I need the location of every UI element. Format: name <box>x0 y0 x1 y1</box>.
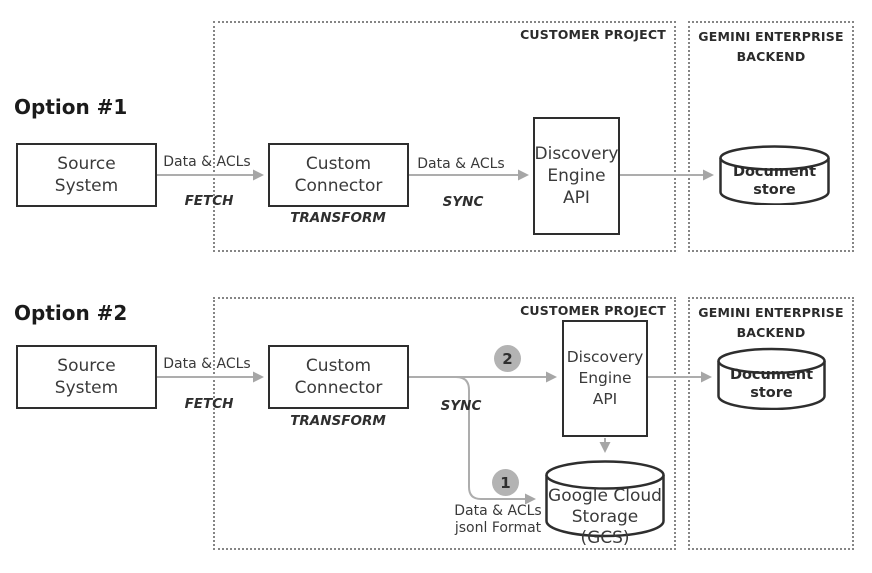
option2-custom-connector-node: Custom Connector <box>268 345 409 409</box>
option2-step2-badge: 2 <box>494 345 521 372</box>
option1-source-system-node: Source System <box>16 143 157 207</box>
option2-title: Option #2 <box>14 301 128 325</box>
option2-document-store-label: Document store <box>729 367 814 401</box>
option1-backend-frame: GEMINI ENTERPRISE BACKEND <box>688 21 854 252</box>
option1-sync-verb: SYNC <box>442 194 484 210</box>
option1-fetch-verb: FETCH <box>184 193 234 209</box>
option2-customer-project-frame: CUSTOMER PROJECT <box>213 297 676 550</box>
option1-backend-label: GEMINI ENTERPRISE BACKEND <box>698 29 844 64</box>
database-cylinder-icon <box>545 460 665 538</box>
option2-customer-project-label: CUSTOMER PROJECT <box>520 303 666 318</box>
option2-backend-frame: GEMINI ENTERPRISE BACKEND <box>688 297 854 550</box>
option1-custom-connector-node: Custom Connector <box>268 143 409 207</box>
option2-step1-badge: 1 <box>492 469 519 496</box>
option2-sync-verb: SYNC <box>440 398 482 414</box>
option2-fetch-verb: FETCH <box>184 396 234 412</box>
option2-gcs-upload-label: Data & ACLs jsonl Format <box>454 503 542 536</box>
option2-backend-label: GEMINI ENTERPRISE BACKEND <box>698 305 844 340</box>
option1-title: Option #1 <box>14 95 128 119</box>
database-cylinder-icon <box>717 347 826 410</box>
database-cylinder-icon <box>719 145 830 205</box>
option2-fetch-edge-label: Data & ACLs <box>163 356 251 372</box>
option1-fetch-edge-label: Data & ACLs <box>163 154 251 170</box>
option1-discovery-engine-node: Discovery Engine API <box>533 117 620 235</box>
option2-gcs-label: Google Cloud Storage (GCS) <box>548 486 662 548</box>
option1-document-store-label: Document store <box>732 164 817 198</box>
option1-sync-edge-label: Data & ACLs <box>417 156 505 172</box>
option2-transform-verb: TRANSFORM <box>290 413 386 429</box>
option2-source-system-node: Source System <box>16 345 157 409</box>
option1-customer-project-frame: CUSTOMER PROJECT <box>213 21 676 252</box>
option2-document-store-node: Document store <box>717 347 826 410</box>
option2-discovery-engine-node: Discovery Engine API <box>562 320 648 437</box>
option1-document-store-node: Document store <box>719 145 830 205</box>
option1-transform-verb: TRANSFORM <box>290 210 386 226</box>
option1-customer-project-label: CUSTOMER PROJECT <box>520 27 666 42</box>
option2-gcs-node: Google Cloud Storage (GCS) <box>545 460 665 548</box>
